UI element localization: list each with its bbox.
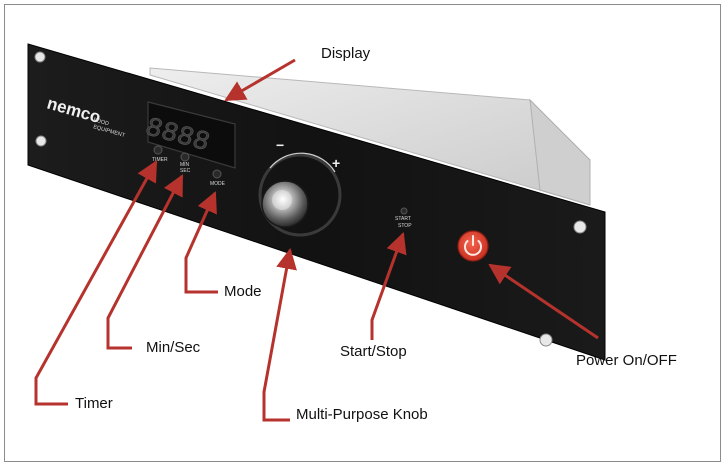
callout-timer: Timer — [75, 395, 113, 412]
callout-min-sec: Min/Sec — [146, 339, 201, 356]
figure-frame — [4, 4, 721, 462]
knob-minus-label: − — [276, 137, 284, 153]
timer-button[interactable] — [153, 145, 163, 155]
start-stop-button[interactable] — [400, 207, 408, 215]
power-icon — [464, 235, 482, 256]
knob-bezel — [258, 153, 342, 237]
start-stop-label-line1: START — [395, 216, 411, 222]
led-display — [147, 101, 236, 169]
min-sec-button[interactable] — [180, 152, 190, 162]
callout-power: Power On/OFF — [576, 352, 677, 369]
mode-button-label: MODE — [210, 181, 226, 187]
knob-plus-label: + — [332, 155, 340, 171]
brand-sub-line1: FOOD — [92, 117, 109, 127]
knob-cap-highlight — [272, 190, 292, 210]
callout-knob: Multi-Purpose Knob — [296, 406, 428, 423]
arrow-knob — [262, 247, 297, 422]
screw-bottom-right — [539, 333, 553, 347]
min-sec-label-line2: SEC — [180, 168, 191, 174]
multi-purpose-knob[interactable] — [261, 180, 309, 228]
screw-top-right — [573, 220, 587, 234]
arrow-min-sec — [106, 174, 184, 350]
arrow-start-stop — [370, 232, 407, 340]
start-stop-label-line2: STOP — [398, 223, 412, 229]
callout-display: Display — [321, 45, 371, 62]
arrow-display — [224, 58, 296, 102]
arrow-timer — [34, 160, 158, 406]
knob-range-arc — [269, 152, 336, 173]
mode-button[interactable] — [212, 169, 222, 179]
arrow-power — [488, 263, 599, 340]
callout-start-stop: Start/Stop — [340, 343, 407, 360]
screw-top-left — [34, 51, 46, 63]
timer-button-label: TIMER — [152, 157, 168, 163]
callout-mode: Mode — [224, 283, 262, 300]
arrow-mode — [184, 191, 218, 294]
housing-side — [529, 98, 591, 206]
min-sec-label-line1: MIN — [180, 162, 190, 168]
screw-bottom-left — [35, 135, 47, 147]
